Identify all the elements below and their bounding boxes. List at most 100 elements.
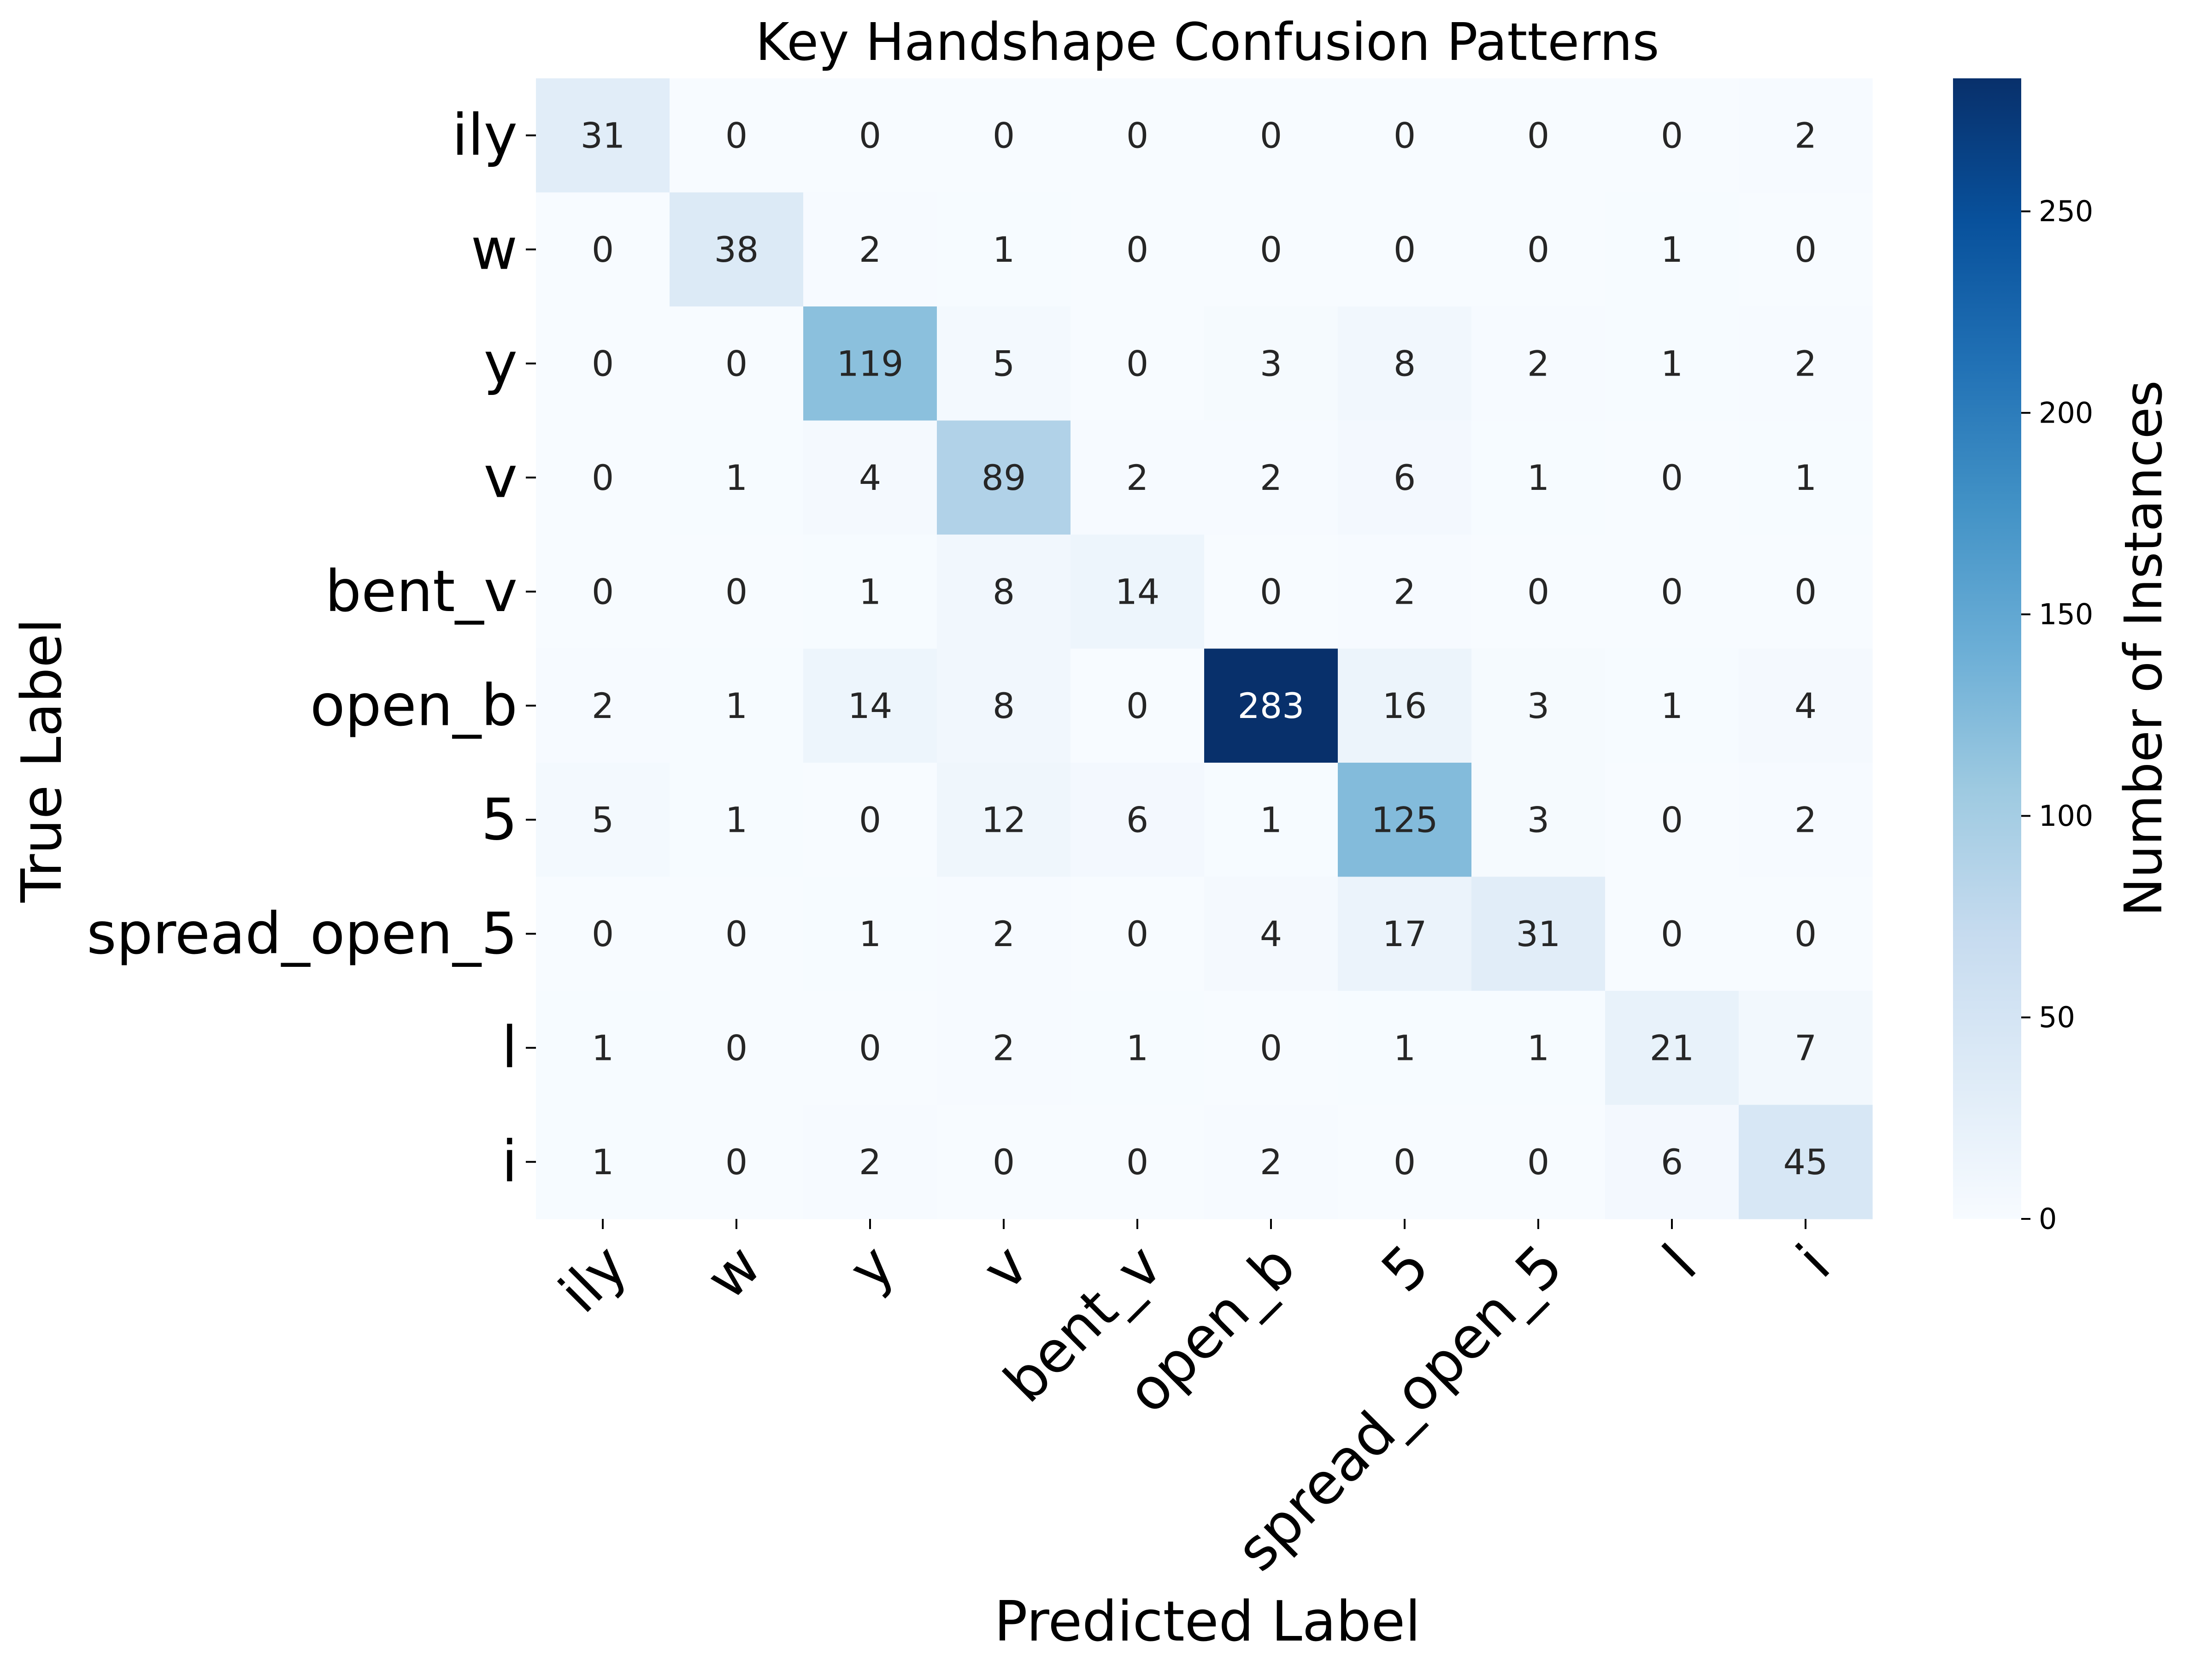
cell-value-label: 1	[859, 571, 881, 612]
heatmap-cells	[536, 78, 1873, 1219]
heatmap-cell	[1071, 192, 1205, 307]
y-tick-label: y	[484, 330, 518, 397]
heatmap-cell	[1338, 420, 1472, 535]
colorbar-tick-label: 250	[2039, 194, 2093, 228]
cell-value-label: 0	[592, 343, 614, 384]
heatmap-cell	[536, 535, 670, 649]
x-tick-label: v	[970, 1232, 1041, 1303]
cell-value-label: 14	[848, 685, 893, 726]
heatmap-cell	[1739, 991, 1873, 1106]
cell-value-label: 2	[1126, 457, 1148, 498]
cell-value-label: 1	[592, 1141, 614, 1182]
heatmap-cell	[803, 991, 937, 1106]
cell-value-label: 125	[1371, 799, 1438, 840]
y-tick-label: spread_open_5	[87, 900, 518, 967]
colorbar-tick-label: 0	[2039, 1202, 2057, 1236]
heatmap-cell	[536, 877, 670, 991]
heatmap-cell	[1471, 306, 1606, 421]
heatmap-cell	[1338, 877, 1472, 991]
x-tick-label: y	[836, 1232, 907, 1303]
cell-value-label: 8	[1394, 343, 1416, 384]
y-tick-label: open_b	[310, 672, 518, 739]
cell-value-label: 0	[1126, 685, 1148, 726]
cell-value-label: 1	[1260, 799, 1282, 840]
y-axis-label: True Label	[10, 618, 74, 903]
heatmap-cell	[1338, 763, 1472, 877]
cell-value-label: 0	[1661, 115, 1683, 156]
heatmap-cell	[937, 1105, 1071, 1219]
cell-value-label: 0	[1126, 1141, 1148, 1182]
y-tick-label: ily	[452, 102, 518, 169]
cell-value-label: 119	[836, 343, 903, 384]
heatmap-cell	[937, 763, 1071, 877]
heatmap-cell	[670, 1105, 804, 1219]
cell-value-label: 0	[1661, 913, 1683, 954]
heatmap-cell	[1338, 535, 1472, 649]
cell-value-label: 0	[725, 1141, 747, 1182]
heatmap-cell	[803, 535, 937, 649]
cell-value-label: 6	[1661, 1141, 1683, 1182]
cell-value-label: 31	[1516, 913, 1561, 954]
heatmap-cell	[670, 877, 804, 991]
colorbar-tick-label: 50	[2039, 1000, 2075, 1034]
cell-value-label: 5	[592, 799, 614, 840]
cell-value-label: 0	[1527, 115, 1549, 156]
heatmap-cell	[803, 192, 937, 307]
cell-value-label: 14	[1115, 571, 1160, 612]
cell-value-label: 3	[1527, 685, 1549, 726]
heatmap-cell	[670, 192, 804, 307]
heatmap-cell	[536, 78, 670, 193]
cell-value-label: 1	[859, 913, 881, 954]
cell-value-label: 2	[592, 685, 614, 726]
heatmap-cell	[1204, 648, 1338, 763]
colorbar-tick-label: 100	[2039, 799, 2093, 833]
cell-value-label: 0	[1260, 1027, 1282, 1068]
cell-value-label: 2	[1794, 799, 1817, 840]
cell-value-label: 0	[725, 343, 747, 384]
heatmap-cell	[1471, 535, 1606, 649]
x-tick-label: w	[694, 1232, 774, 1312]
cell-value-label: 2	[1260, 1141, 1282, 1182]
chart-title: Key Handshape Confusion Patterns	[755, 12, 1659, 72]
heatmap-cell	[670, 991, 804, 1106]
cell-value-label: 0	[1126, 229, 1148, 270]
cell-value-label: 31	[581, 115, 625, 156]
cell-value-label: 17	[1382, 913, 1427, 954]
cell-value-label: 0	[1260, 115, 1282, 156]
cell-value-label: 1	[1394, 1027, 1416, 1068]
heatmap-cell	[937, 535, 1071, 649]
heatmap-cell	[803, 648, 937, 763]
cell-value-label: 0	[1126, 913, 1148, 954]
heatmap-cell	[536, 991, 670, 1106]
heatmap-cell	[536, 192, 670, 307]
cell-value-label: 3	[1527, 799, 1549, 840]
cell-value-label: 0	[725, 571, 747, 612]
heatmap-cell	[1071, 1105, 1205, 1219]
heatmap-cell	[803, 306, 937, 421]
heatmap-cell	[1338, 192, 1472, 307]
heatmap-cell	[937, 192, 1071, 307]
heatmap-cell	[1071, 763, 1205, 877]
cell-value-label: 0	[859, 799, 881, 840]
cell-value-label: 6	[1126, 799, 1148, 840]
cell-value-label: 1	[993, 229, 1015, 270]
heatmap-cell	[1471, 1105, 1606, 1219]
colorbar-tick-label: 150	[2039, 598, 2093, 631]
heatmap-cell	[937, 78, 1071, 193]
cell-value-label: 0	[592, 229, 614, 270]
cell-value-label: 0	[1661, 799, 1683, 840]
heatmap-cell	[937, 991, 1071, 1106]
cell-value-label: 1	[1661, 685, 1683, 726]
heatmap-cell	[536, 763, 670, 877]
heatmap-cell	[536, 1105, 670, 1219]
heatmap-cell	[1739, 192, 1873, 307]
heatmap-cell	[670, 535, 804, 649]
heatmap-cell	[803, 877, 937, 991]
cell-value-label: 0	[1794, 571, 1817, 612]
heatmap-cell	[1071, 877, 1205, 991]
heatmap-cell	[803, 420, 937, 535]
cell-value-label: 7	[1794, 1027, 1817, 1068]
